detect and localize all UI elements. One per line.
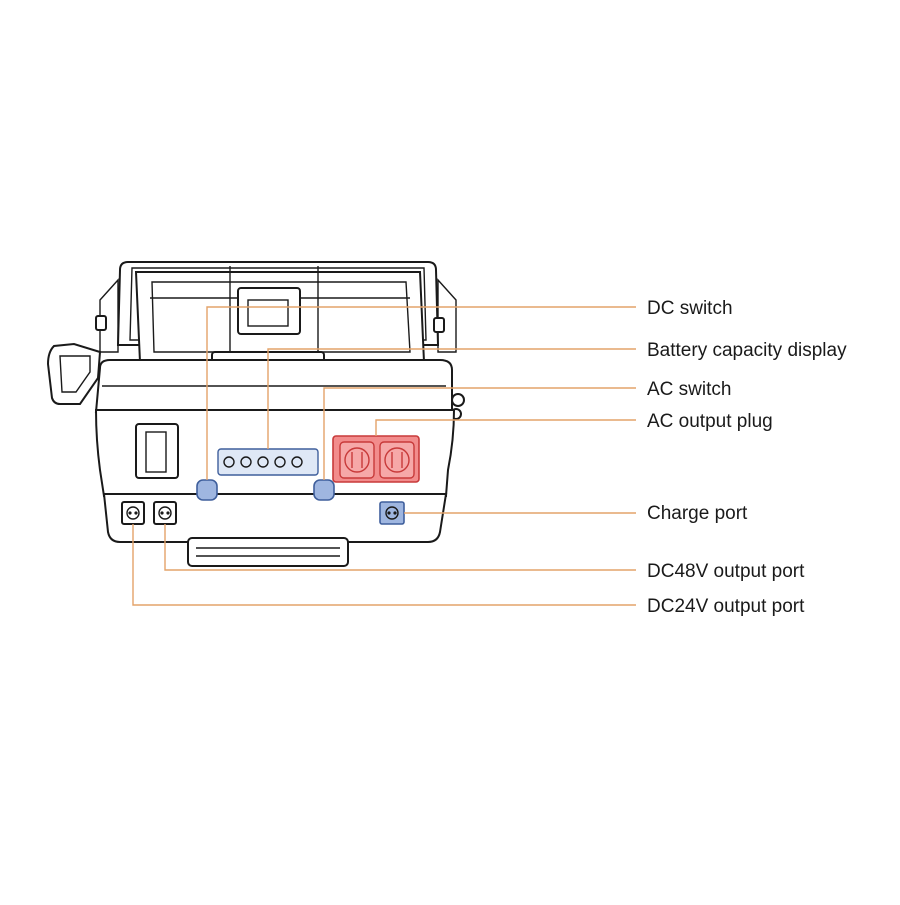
dc-switch[interactable] bbox=[196, 479, 218, 501]
left-slot-panel bbox=[135, 423, 179, 479]
leader-dc-switch bbox=[206, 306, 636, 480]
label-dc48v-output-port: DC48V output port bbox=[647, 561, 805, 582]
capacity-indicator-3 bbox=[257, 456, 269, 468]
leader-dc24v-output-port bbox=[132, 524, 636, 606]
charge-port[interactable] bbox=[379, 501, 405, 525]
bottom-handle[interactable] bbox=[187, 537, 349, 567]
leader-ac-output-plug bbox=[375, 419, 636, 436]
dc24v-output-port[interactable] bbox=[121, 501, 145, 525]
label-battery-capacity-display: Battery capacity display bbox=[647, 340, 847, 361]
capacity-indicator-4 bbox=[274, 456, 286, 468]
ac-output-plug[interactable] bbox=[332, 435, 420, 483]
label-ac-output-plug: AC output plug bbox=[647, 411, 773, 432]
capacity-indicator-2 bbox=[240, 456, 252, 468]
side-handle-left[interactable] bbox=[46, 342, 102, 405]
callout-labels: DC switch Battery capacity display AC sw… bbox=[647, 298, 847, 617]
dc48v-output-port[interactable] bbox=[153, 501, 177, 525]
leader-dc48v-output-port bbox=[164, 524, 636, 571]
ac-switch[interactable] bbox=[313, 479, 335, 501]
leader-ac-switch bbox=[323, 387, 636, 480]
leader-battery-capacity-display bbox=[267, 348, 636, 449]
battery-capacity-display bbox=[217, 448, 319, 476]
label-dc24v-output-port: DC24V output port bbox=[647, 596, 805, 617]
label-charge-port: Charge port bbox=[647, 503, 748, 524]
capacity-indicator-1 bbox=[223, 456, 235, 468]
side-hardware bbox=[46, 315, 465, 420]
leader-lines bbox=[132, 306, 636, 606]
label-dc-switch: DC switch bbox=[647, 298, 733, 319]
capacity-indicator-5 bbox=[291, 456, 303, 468]
label-ac-switch: AC switch bbox=[647, 379, 731, 400]
